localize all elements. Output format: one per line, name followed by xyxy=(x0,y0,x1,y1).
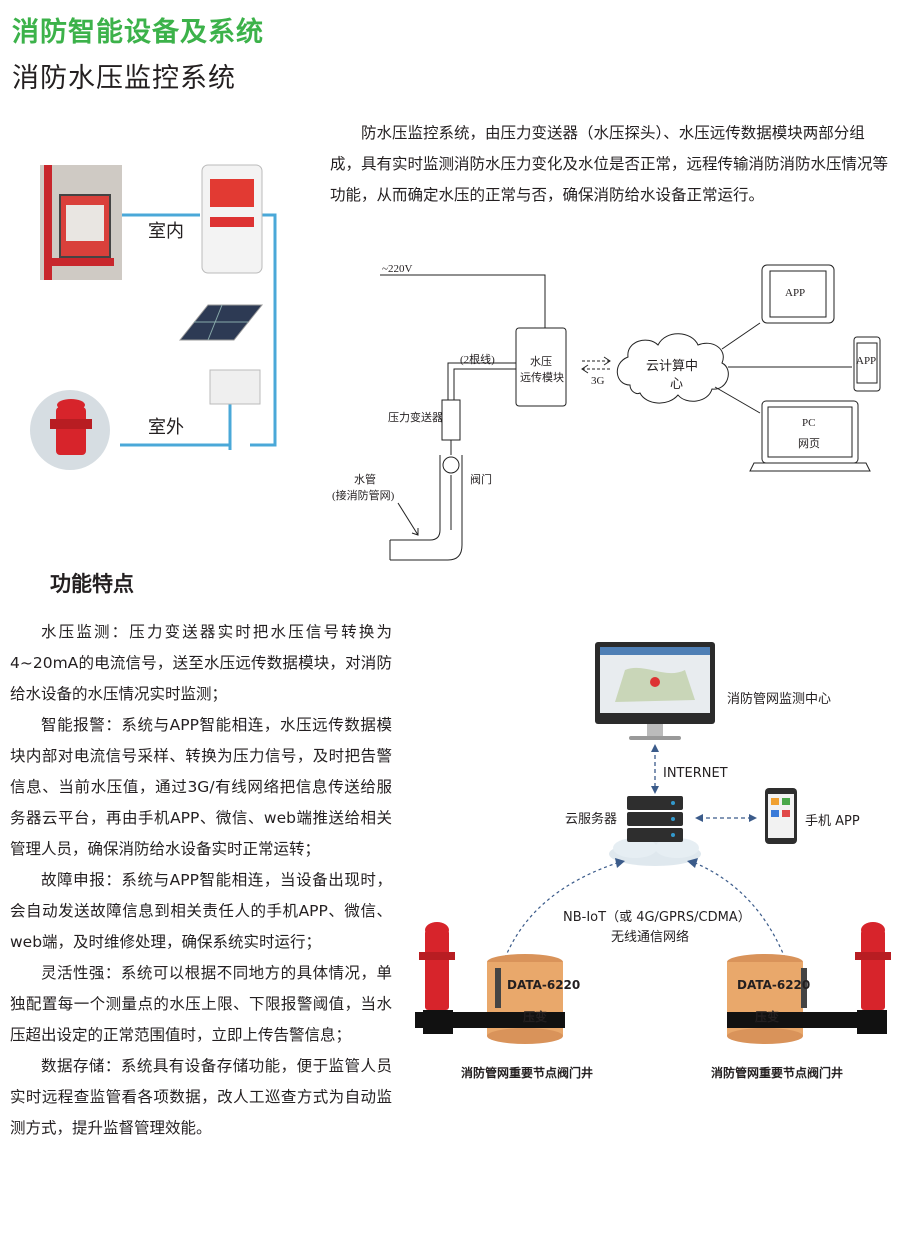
device-right-label: DATA-6220 xyxy=(737,978,811,992)
feature-pressure-monitoring: 水压监测：压力变送器实时把水压信号转换为4~20mA的电流信号，送至水压远传数据… xyxy=(10,623,392,703)
laptop-pc-label: PC xyxy=(802,417,816,429)
features-heading: 功能特点 xyxy=(50,572,134,596)
phone-app-label: APP xyxy=(856,355,877,367)
pipe-label-2: (接消防管网) xyxy=(332,490,395,502)
mobile-app-label: 手机 APP xyxy=(805,814,860,829)
feature-smart-alarm: 智能报警：系统与APP智能相连，水压远传数据模块内部对电流信号采样、转换为压力信… xyxy=(10,716,392,858)
network-diagram: 消防管网监测中心 INTERNET 云服务器 手机 APP NB-IoT（或 4… xyxy=(415,640,895,1090)
power-label: ~220V xyxy=(382,263,413,275)
feature-flexibility: 灵活性强：系统可以根据不同地方的具体情况，单独配置每一个测量点的水压上限、下限报… xyxy=(10,964,392,1044)
page-title: 消防智能设备及系统 xyxy=(12,17,264,48)
intro-paragraph: 防水压监控系统，由压力变送器（水压探头）、水压远传数据模块两部分组成，具有实时监… xyxy=(330,124,889,204)
system-schematic xyxy=(380,264,881,561)
pipe-label-1: 水管 xyxy=(354,474,376,486)
cloud-label-2: 心 xyxy=(670,377,684,392)
cloud-label-1: 云计算中 xyxy=(646,359,699,374)
tablet-app-label: APP xyxy=(785,287,806,299)
features-list: 水压监测：压力变送器实时把水压信号转换为4~20mA的电流信号，送至水压远传数据… xyxy=(10,617,392,1144)
network-3g-label: 3G xyxy=(591,375,605,387)
internet-label: INTERNET xyxy=(663,766,728,781)
device-left-label: DATA-6220 xyxy=(507,978,581,992)
caption-left: 消防管网重要节点阀门井 xyxy=(461,1066,594,1080)
cloud-server-label: 云服务器 xyxy=(565,812,618,827)
page-subtitle: 消防水压监控系统 xyxy=(12,63,236,94)
installation-diagram: 室内 室外 xyxy=(30,155,330,475)
outdoor-label: 室外 xyxy=(148,417,184,438)
feature-fault-report: 故障申报：系统与APP智能相连，当设备出现时，会自动发送故障信息到相关责任人的手… xyxy=(10,871,392,951)
feature-data-storage: 数据存储：系统具有设备存储功能，便于监管人员实时远程查监管看各项数据，改人工巡查… xyxy=(10,1057,392,1137)
installation-graphic xyxy=(30,164,277,470)
module-label-2: 远传模块 xyxy=(520,372,564,384)
network-graphic xyxy=(415,642,891,1044)
module-label-1: 水压 xyxy=(530,356,552,368)
sensor-left-label: 压变 xyxy=(523,1010,548,1024)
wire-label: (2根线) xyxy=(460,354,495,366)
network-wireless-label: 无线通信网络 xyxy=(611,930,690,945)
indoor-label: 室内 xyxy=(148,221,184,242)
sensor-right-label: 压变 xyxy=(755,1010,780,1024)
valve-label: 阀门 xyxy=(470,474,492,486)
network-type-label: NB-IoT（或 4G/GPRS/CDMA） xyxy=(563,910,751,925)
caption-right: 消防管网重要节点阀门井 xyxy=(711,1066,844,1080)
laptop-web-label: 网页 xyxy=(798,438,820,450)
transmitter-label: 压力变送器 xyxy=(388,412,443,424)
system-diagram: ~220V (2根线) 水压 远传模块 3G 云计算中 心 APP APP PC… xyxy=(330,245,890,565)
monitor-center-label: 消防管网监测中心 xyxy=(727,692,832,707)
